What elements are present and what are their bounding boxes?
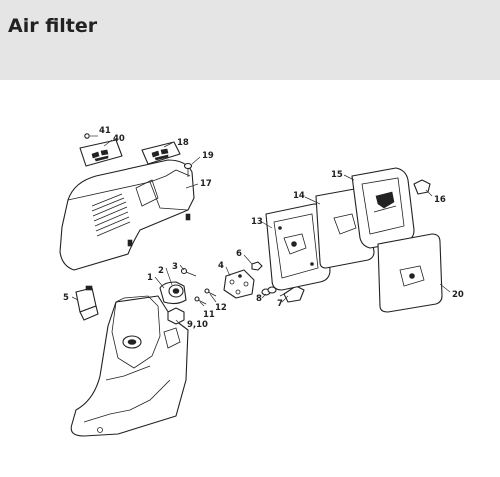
lower-housing[interactable] — [70, 295, 189, 437]
part-6-screw[interactable] — [251, 261, 263, 271]
part-19-screw[interactable] — [183, 162, 193, 178]
callout-11: 11 — [203, 310, 215, 320]
callout-6: 6 — [236, 249, 242, 259]
callout-15: 15 — [331, 170, 343, 180]
callout-12: 12 — [215, 303, 227, 313]
callout-2: 2 — [158, 266, 164, 276]
callout-41: 41 — [99, 126, 111, 136]
callout-5: 5 — [63, 293, 69, 303]
part-11-screw[interactable] — [194, 296, 207, 305]
callout-13: 13 — [251, 217, 263, 227]
part-16-knob[interactable] — [413, 179, 431, 195]
callout-16: 16 — [434, 195, 446, 205]
part-40-decal[interactable] — [79, 139, 123, 167]
part-41-screw[interactable] — [84, 133, 90, 139]
part-17-shroud[interactable] — [59, 159, 195, 271]
header-band: Air filter — [0, 0, 500, 80]
part-12-screw[interactable] — [204, 288, 217, 297]
callout-3: 3 — [172, 262, 178, 272]
part-9-10-nut[interactable] — [167, 307, 185, 325]
part-4-baseplate[interactable] — [223, 269, 255, 299]
part-3-screw[interactable] — [180, 267, 197, 277]
part-15-filter-cover[interactable] — [351, 167, 415, 249]
part-1-elbow[interactable] — [159, 281, 187, 305]
callout-1: 1 — [147, 273, 153, 283]
part-8-grommet[interactable] — [261, 286, 277, 296]
callout-19: 19 — [202, 151, 214, 161]
part-5-clip[interactable] — [75, 285, 99, 321]
callout-18: 18 — [177, 138, 189, 148]
callout-7: 7 — [277, 299, 283, 309]
part-18-decal[interactable] — [141, 141, 181, 165]
page-title: Air filter — [8, 15, 98, 37]
callout-9-10: 9,10 — [187, 320, 208, 330]
callout-40: 40 — [113, 134, 125, 144]
exploded-parts-diagram: 41 40 18 19 17 15 14 16 13 6 3 4 2 1 5 8… — [59, 126, 464, 437]
callout-4: 4 — [218, 261, 224, 271]
callout-8: 8 — [256, 294, 262, 304]
callout-20: 20 — [452, 290, 464, 300]
callout-14: 14 — [293, 191, 305, 201]
part-13-filter-base[interactable] — [265, 203, 331, 291]
callout-17: 17 — [200, 179, 212, 189]
part-20-prefilter[interactable] — [377, 233, 443, 313]
